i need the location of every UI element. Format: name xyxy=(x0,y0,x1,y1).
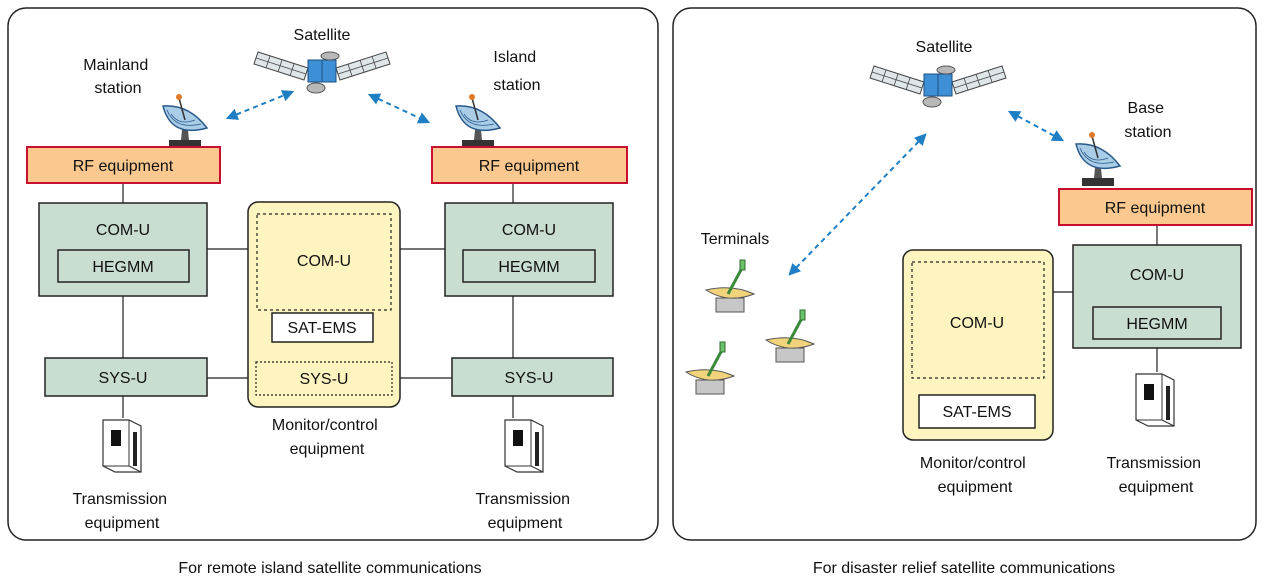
transmission-base-label: Transmission equipment xyxy=(1107,455,1206,496)
hegmm-left xyxy=(57,249,190,283)
sysu-left xyxy=(44,357,208,397)
base-station-label: Base station xyxy=(1124,100,1171,141)
right-panel-frame xyxy=(672,7,1257,541)
satems-right-label: SAT-EMS xyxy=(942,404,1011,421)
comu-right-label: COM-U xyxy=(502,222,556,239)
sysu-right-label: SYS-U xyxy=(505,370,554,387)
right-panel: Satellite Base station Terminals RF equi… xyxy=(672,7,1257,541)
right-connections xyxy=(1053,225,1158,372)
terminal-1-icon xyxy=(704,258,756,314)
transmission-left-icon xyxy=(102,419,142,473)
base-dish-icon xyxy=(1075,131,1121,187)
monitor-control-center xyxy=(247,201,401,408)
rf-equipment-left-label: RF equipment xyxy=(73,158,174,175)
comu-center xyxy=(256,213,392,311)
hegmm-left-label: HEGMM xyxy=(92,259,153,276)
mainland-station-label: Mainland station xyxy=(83,57,152,97)
right-base-link xyxy=(1007,110,1065,142)
terminals-label: Terminals xyxy=(701,231,769,248)
transmission-right-label: Transmission equipment xyxy=(476,491,575,532)
right-satellite-icon xyxy=(869,65,1007,108)
sysu-center xyxy=(255,361,393,396)
mainland-dish-icon xyxy=(162,93,208,149)
rf-equipment-left xyxy=(26,146,221,184)
terminal-3-icon xyxy=(684,340,736,396)
satems-center-label: SAT-EMS xyxy=(287,320,356,337)
terminal-2-icon xyxy=(764,308,816,364)
satems-right xyxy=(918,394,1036,429)
left-satellite-icon xyxy=(253,51,391,94)
left-satellite-label: Satellite xyxy=(294,27,351,44)
hegmm-base-label: HEGMM xyxy=(1126,316,1187,333)
rf-equipment-base xyxy=(1058,188,1253,226)
comu-monitor xyxy=(911,261,1045,379)
satems-center xyxy=(271,312,374,343)
hegmm-right xyxy=(462,249,596,283)
monitor-control-right xyxy=(902,249,1054,441)
transmission-left-label: Transmission equipment xyxy=(73,491,172,532)
left-connections xyxy=(122,183,514,418)
left-island-link xyxy=(367,93,431,124)
left-panel-frame xyxy=(7,7,659,541)
left-caption: For remote island satellite communicatio… xyxy=(178,560,481,577)
island-dish-icon xyxy=(455,93,501,149)
sysu-left-label: SYS-U xyxy=(99,370,148,387)
comu-center-label: COM-U xyxy=(297,253,351,270)
monitor-right-label: Monitor/control equipment xyxy=(920,455,1030,496)
transmission-base-icon xyxy=(1135,373,1175,427)
comu-base-label: COM-U xyxy=(1130,267,1184,284)
island-station-label: Island station xyxy=(493,49,540,94)
sysu-center-label: SYS-U xyxy=(300,371,349,388)
right-caption: For disaster relief satellite communicat… xyxy=(813,560,1115,577)
transmission-right-icon xyxy=(504,419,544,473)
sysu-right xyxy=(451,357,614,397)
comu-left-label: COM-U xyxy=(96,222,150,239)
right-satellite-label: Satellite xyxy=(916,39,973,56)
hegmm-base xyxy=(1092,306,1222,340)
rf-equipment-base-label: RF equipment xyxy=(1105,200,1206,217)
comu-monitor-label: COM-U xyxy=(950,315,1004,332)
hegmm-right-label: HEGMM xyxy=(498,259,559,276)
rf-equipment-right-label: RF equipment xyxy=(479,158,580,175)
left-mainland-link xyxy=(225,90,295,120)
left-panel: Satellite Mainland station Island statio… xyxy=(7,7,659,541)
rf-equipment-right xyxy=(431,146,628,184)
monitor-center-label: Monitor/control equipment xyxy=(272,417,382,458)
